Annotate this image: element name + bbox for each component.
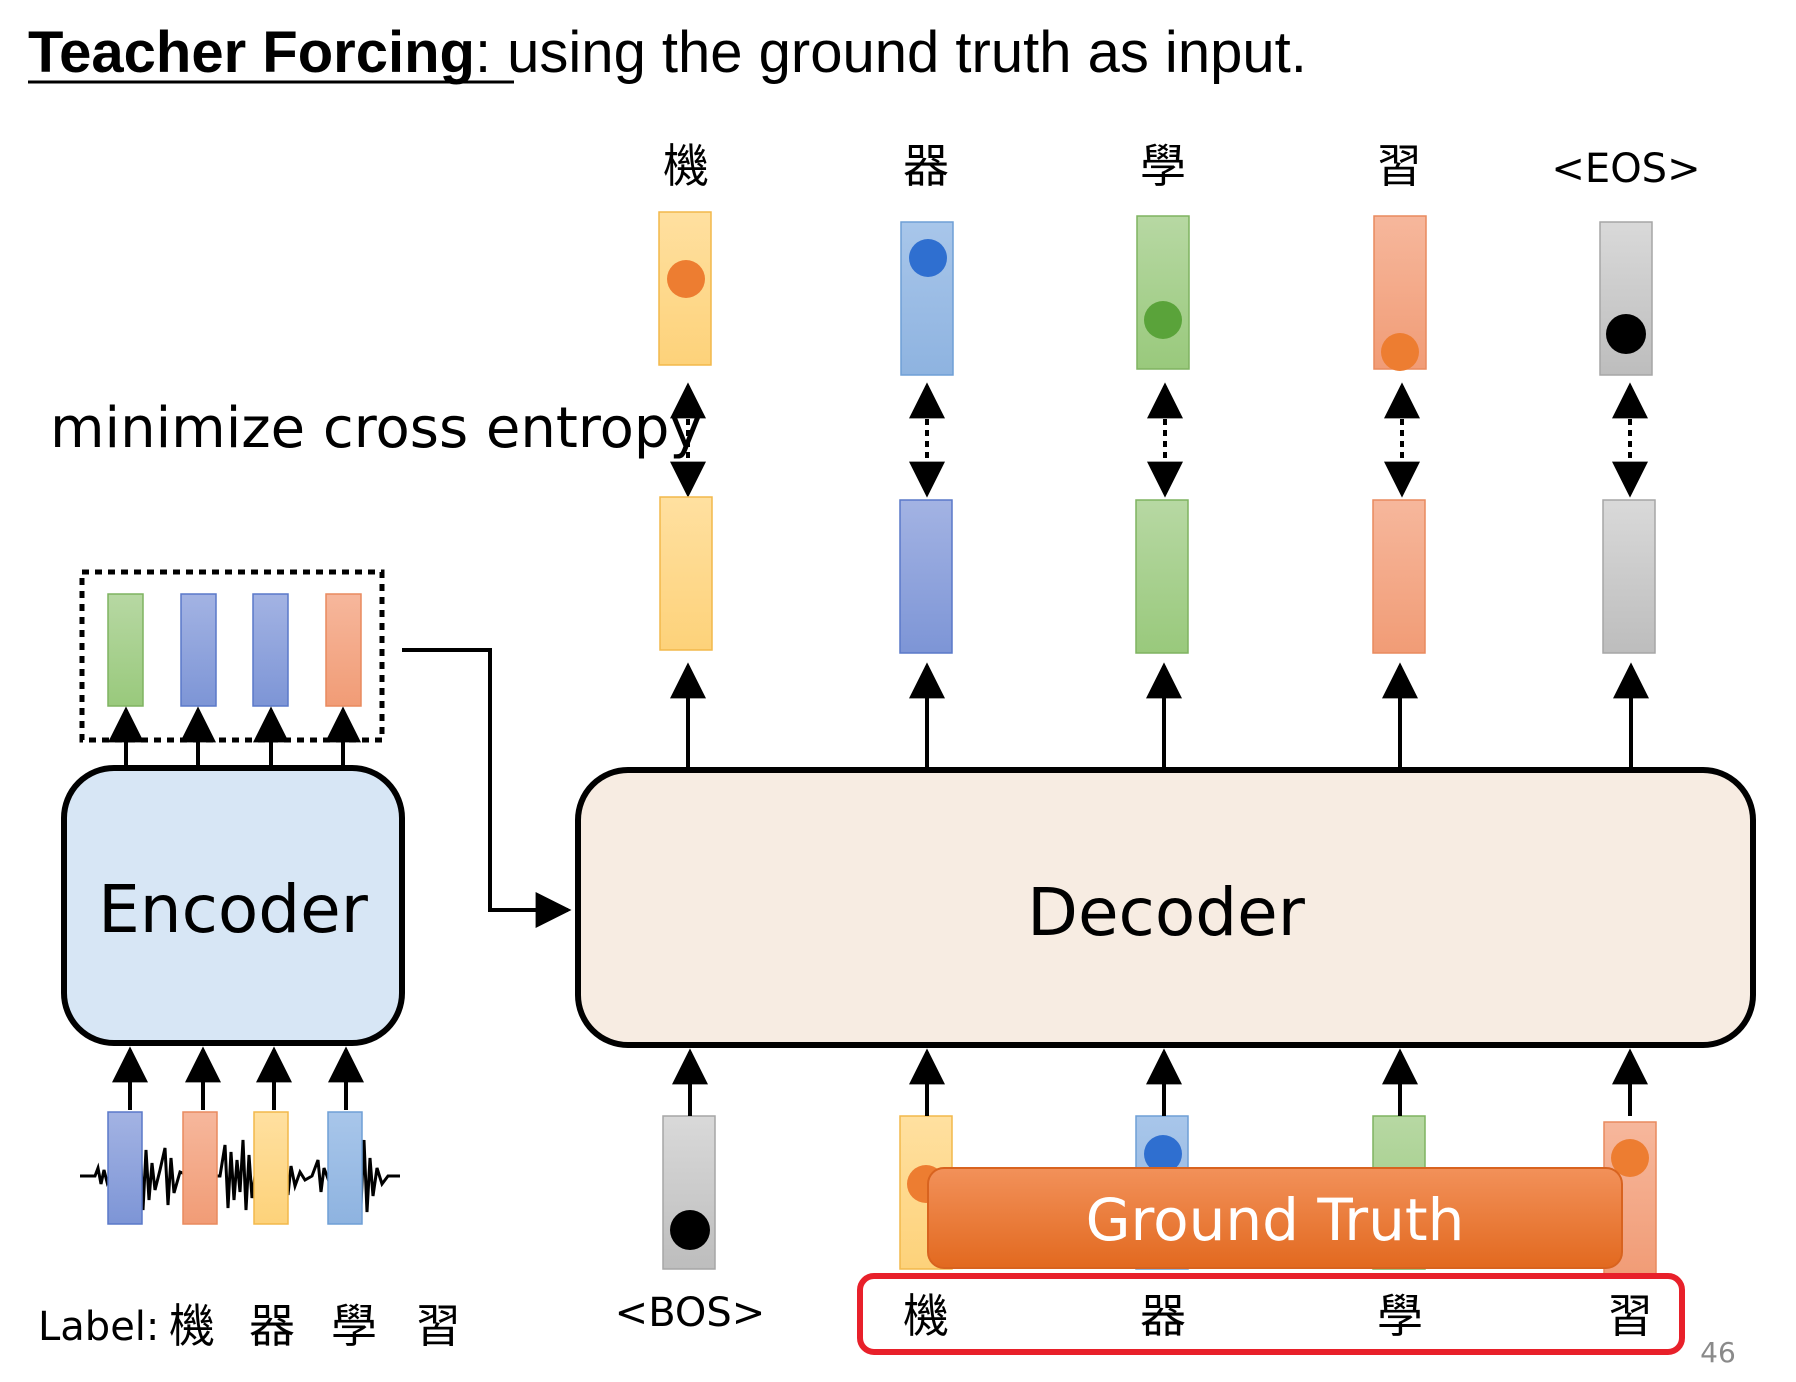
acoustic-frame [107,1111,143,1225]
decoder-label: Decoder [1027,874,1306,951]
label-char: 學 [331,1299,377,1353]
label-char: 習 [415,1299,461,1353]
encoder-input-arrows [112,1046,364,1110]
target-label: 習 [1376,139,1422,193]
title-bold: Teacher Forcing [28,20,475,85]
onehot-dot [1144,301,1182,339]
onehot-dot [667,260,705,298]
target-vector [1136,215,1190,370]
ground-truth-highlight [857,1273,1685,1355]
encoder-vector [325,593,362,707]
onehot-dot [909,239,947,277]
input-label: 習 [1607,1289,1653,1343]
output-distribution [1602,499,1656,654]
target-vectors [658,211,1653,376]
encoder-vector [180,593,217,707]
slide-title: Teacher Forcing: using the ground truth … [28,20,1307,85]
input-label: 器 [1140,1289,1186,1343]
label-row: Label: 機 器 學 習 [38,1299,461,1353]
output-distribution [1135,499,1189,654]
encoder-output-arrows [108,706,361,770]
target-label: 器 [903,139,949,193]
acoustic-frame [182,1111,218,1225]
encoder-vector [252,593,289,707]
title-rest: : using the ground truth as input. [475,20,1307,85]
encoder-vector [107,593,144,707]
decoder-output-arrows [670,662,1649,770]
encoder-block [61,765,405,1046]
input-label: 學 [1377,1289,1423,1343]
target-label: 機 [663,139,709,193]
decoder-outputs [659,496,1656,654]
target-label-eos: <EOS> [1551,146,1700,192]
onehot-dot [1606,314,1646,354]
ground-truth-label: Ground Truth [1086,1186,1465,1254]
acoustic-frame [253,1111,289,1225]
onehot-dot [1144,1135,1182,1173]
acoustic-frames [107,1111,363,1225]
onehot-dot [1611,1139,1649,1177]
target-labels: 機 器 學 習 <EOS> [663,139,1701,193]
target-label: 學 [1140,139,1186,193]
output-distribution [659,496,713,651]
encoder-label: Encoder [98,871,369,948]
output-distribution [899,499,953,654]
ground-truth-banner: Ground Truth [927,1167,1623,1269]
ground-truth-chars: 機 器 學 習 [903,1289,1653,1343]
input-label-bos: <BOS> [615,1290,766,1336]
input-label: 機 [903,1289,949,1343]
decoder-block [575,767,1756,1048]
label-prefix: Label: [38,1304,159,1350]
cross-entropy-arrows [670,382,1648,498]
acoustic-frame [327,1111,363,1225]
label-char: 器 [249,1299,295,1353]
decoder-input-arrows [672,1048,1648,1116]
label-char: 機 [169,1299,215,1353]
page-number: 46 [1700,1336,1736,1369]
encoder-output-vectors [107,593,362,707]
ground-truth-box [927,1167,1623,1269]
output-distribution [1372,499,1426,654]
svg-text:Teacher Forcing: using the gro: Teacher Forcing: using the ground truth … [28,20,1307,85]
encoder-output-box [79,569,385,743]
onehot-dot [1381,333,1419,371]
onehot-dot [670,1210,710,1250]
encoder-to-decoder-arrow [402,648,572,928]
loss-label: minimize cross entropy [50,396,703,461]
